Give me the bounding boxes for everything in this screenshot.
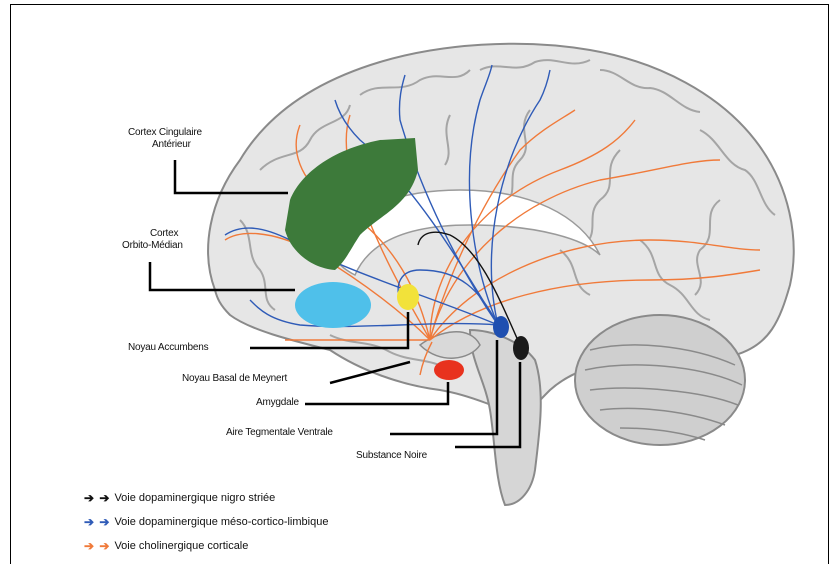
- label-vta: Aire Tegmentale Ventrale: [226, 427, 333, 438]
- label-nbm: Noyau Basal de Meynert: [182, 373, 287, 384]
- brainstem: [470, 330, 541, 505]
- legend-item-meso-cortico-limbic: ➔ ➔ Voie dopaminergique méso-cortico-lim…: [84, 515, 328, 529]
- label-acc-line1: Cortex Cingulaire: [128, 127, 202, 138]
- legend-text: Voie dopaminergique nigro striée: [114, 492, 275, 504]
- sn-region: [513, 336, 529, 360]
- label-ofc-line2: Orbito-Médian: [122, 240, 183, 251]
- label-amygdala: Amygdale: [256, 397, 299, 408]
- legend-text: Voie dopaminergique méso-cortico-limbiqu…: [114, 516, 328, 528]
- legend-arrows: ➔ ➔: [84, 491, 110, 505]
- vta-region: [493, 316, 509, 338]
- legend-text: Voie cholinergique corticale: [114, 540, 248, 552]
- label-acc-line2: Antérieur: [152, 139, 191, 150]
- legend-arrows: ➔ ➔: [84, 539, 110, 553]
- amygdala-region: [434, 360, 464, 380]
- label-nacc: Noyau Accumbens: [128, 342, 208, 353]
- cerebellum: [575, 315, 745, 445]
- nacc-region: [397, 284, 419, 310]
- legend-arrows: ➔ ➔: [84, 515, 110, 529]
- label-sn: Substance Noire: [356, 450, 427, 461]
- label-ofc-line1: Cortex: [150, 228, 178, 239]
- legend-item-nigro-striatal: ➔ ➔ Voie dopaminergique nigro striée: [84, 491, 275, 505]
- ofc-region: [295, 282, 371, 328]
- legend-item-cholinergic: ➔ ➔ Voie cholinergique corticale: [84, 539, 248, 553]
